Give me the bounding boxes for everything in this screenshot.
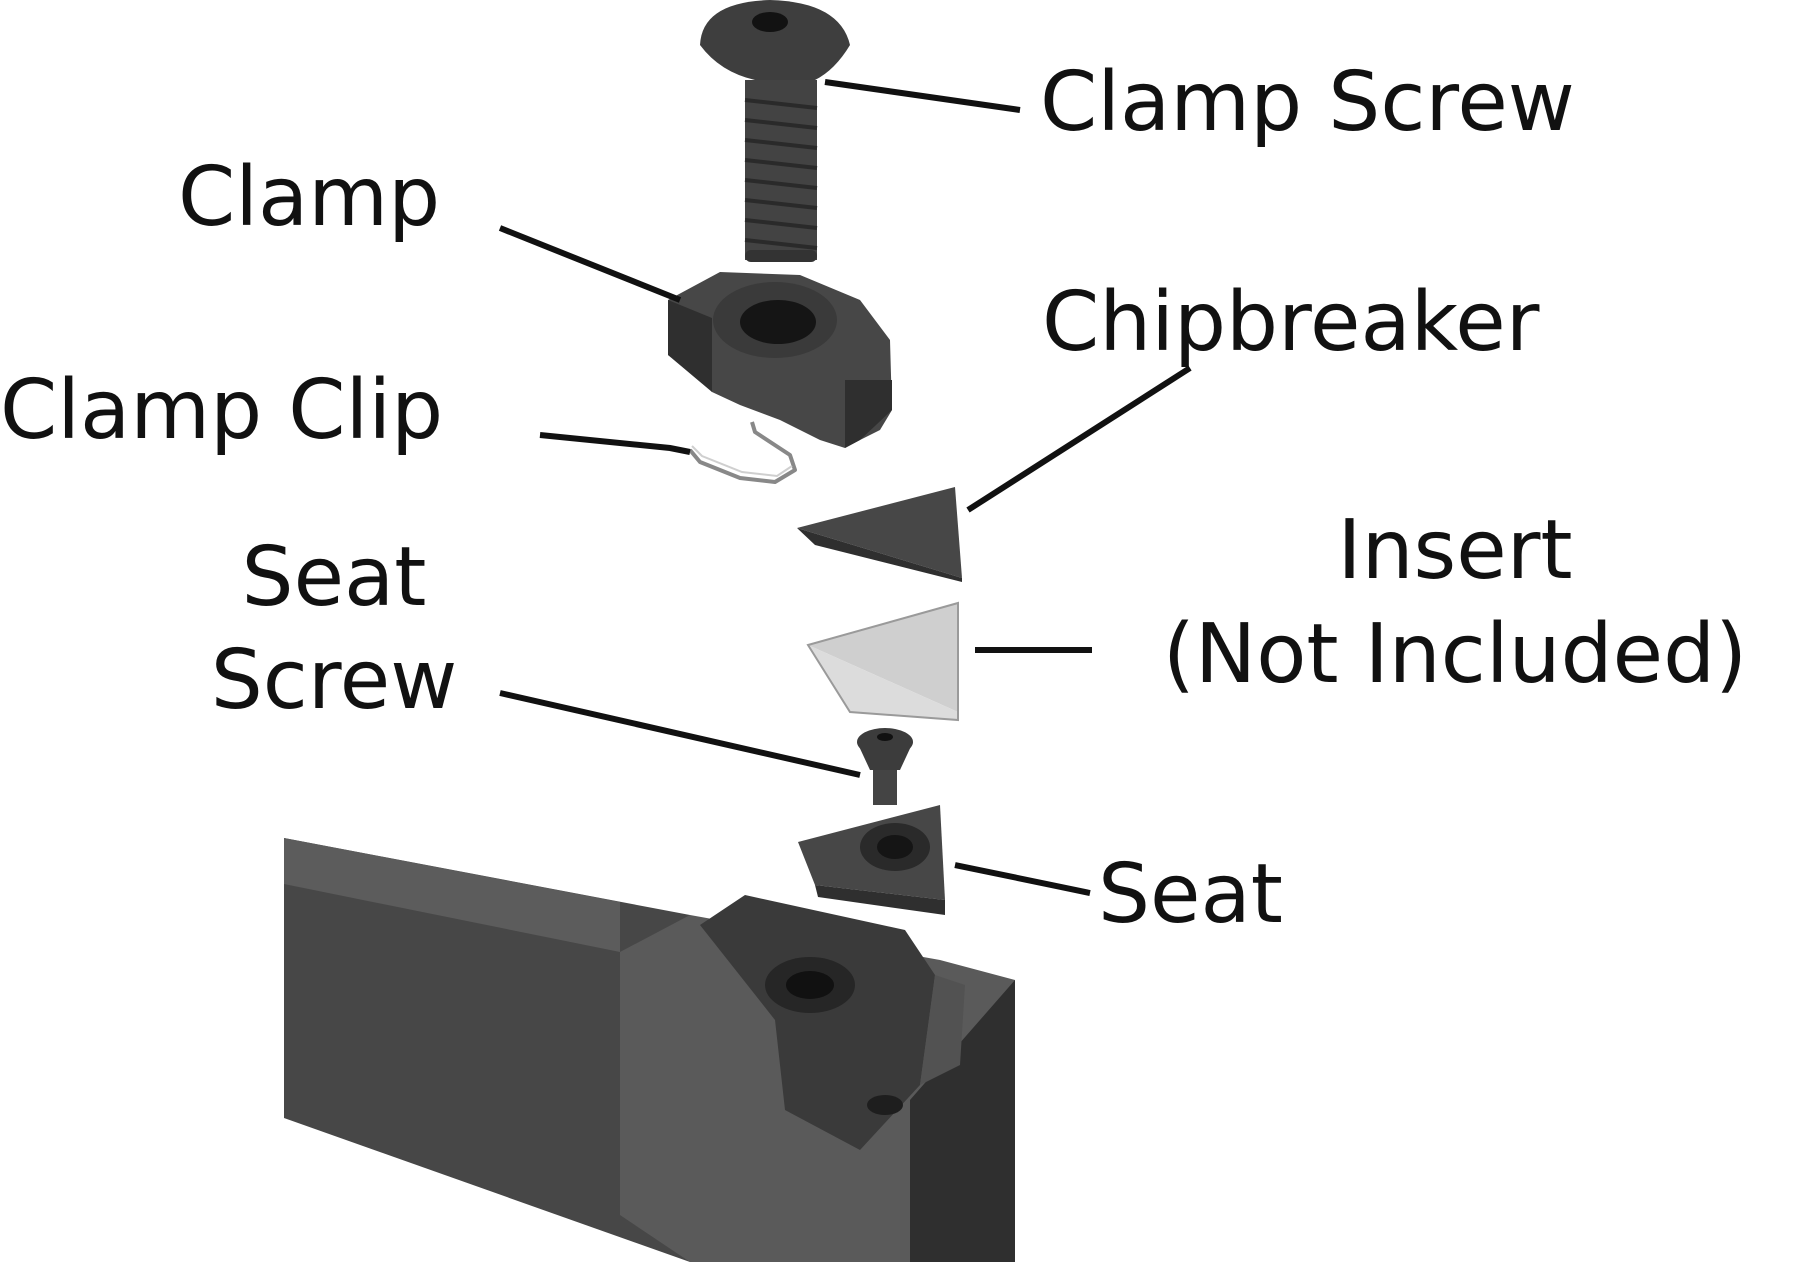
holder-top-face [284,838,620,952]
chipbreaker-edge [797,528,962,582]
label-clamp-clip: Clamp Clip [0,363,443,458]
tool-holder [284,838,1015,1262]
insert-pocket [700,895,935,1150]
clamp-screw-part [700,0,850,262]
seat-hole [877,835,913,859]
clamp-screw-shank [745,80,817,260]
clamp-screw-tip [745,250,817,262]
clamp-screw-hex-socket [752,12,788,32]
clamp-part [668,272,892,448]
label-clamp-screw: Clamp Screw [1040,55,1575,150]
leader-chipbreaker [966,365,1192,513]
leader-clamp-screw [824,79,1021,113]
clamp-side [668,300,712,392]
label-seat-screw-line2: Screw [211,633,458,728]
clamp-clip-highlight [691,445,793,478]
clamp-clip-wire [688,421,797,484]
seat-screw-torx [877,733,893,741]
pocket-hole-center [786,971,834,999]
seat-screw-cone [857,742,913,770]
label-clamp: Clamp [178,150,440,245]
leader-lines [498,79,1192,896]
clamp-screw-head [700,0,850,80]
labels: Clamp Screw Clamp Chipbreaker Clamp Clip… [0,55,1747,942]
seat-part [798,805,945,915]
insert-front [808,645,958,720]
insert-part [806,601,959,722]
seat-screw-part [857,728,913,805]
label-chipbreaker: Chipbreaker [1042,275,1540,370]
holder-front-face [910,980,1015,1262]
leader-seat [954,862,1091,896]
chipbreaker-part [797,487,962,582]
insert-top [808,603,958,712]
pocket-wall [920,975,965,1085]
pocket-relief-hole [867,1095,903,1115]
label-insert-line1: Insert [1337,503,1572,598]
label-seat-screw-line1: Seat [242,530,427,625]
clamp-nose [845,380,892,448]
leader-clamp [498,225,682,303]
label-seat: Seat [1098,847,1283,942]
label-insert-line2: (Not Included) [1163,607,1747,702]
leader-clamp-clip [539,432,691,455]
clamp-screw-threads [744,98,818,250]
chipbreaker-top [797,487,962,578]
clamp-clip-part [688,421,797,484]
seat-edge [815,885,945,915]
insert-outline [806,601,959,722]
clamp-bore [740,300,816,344]
leader-seat-screw [499,690,861,778]
seat-screw-thread [873,770,897,805]
